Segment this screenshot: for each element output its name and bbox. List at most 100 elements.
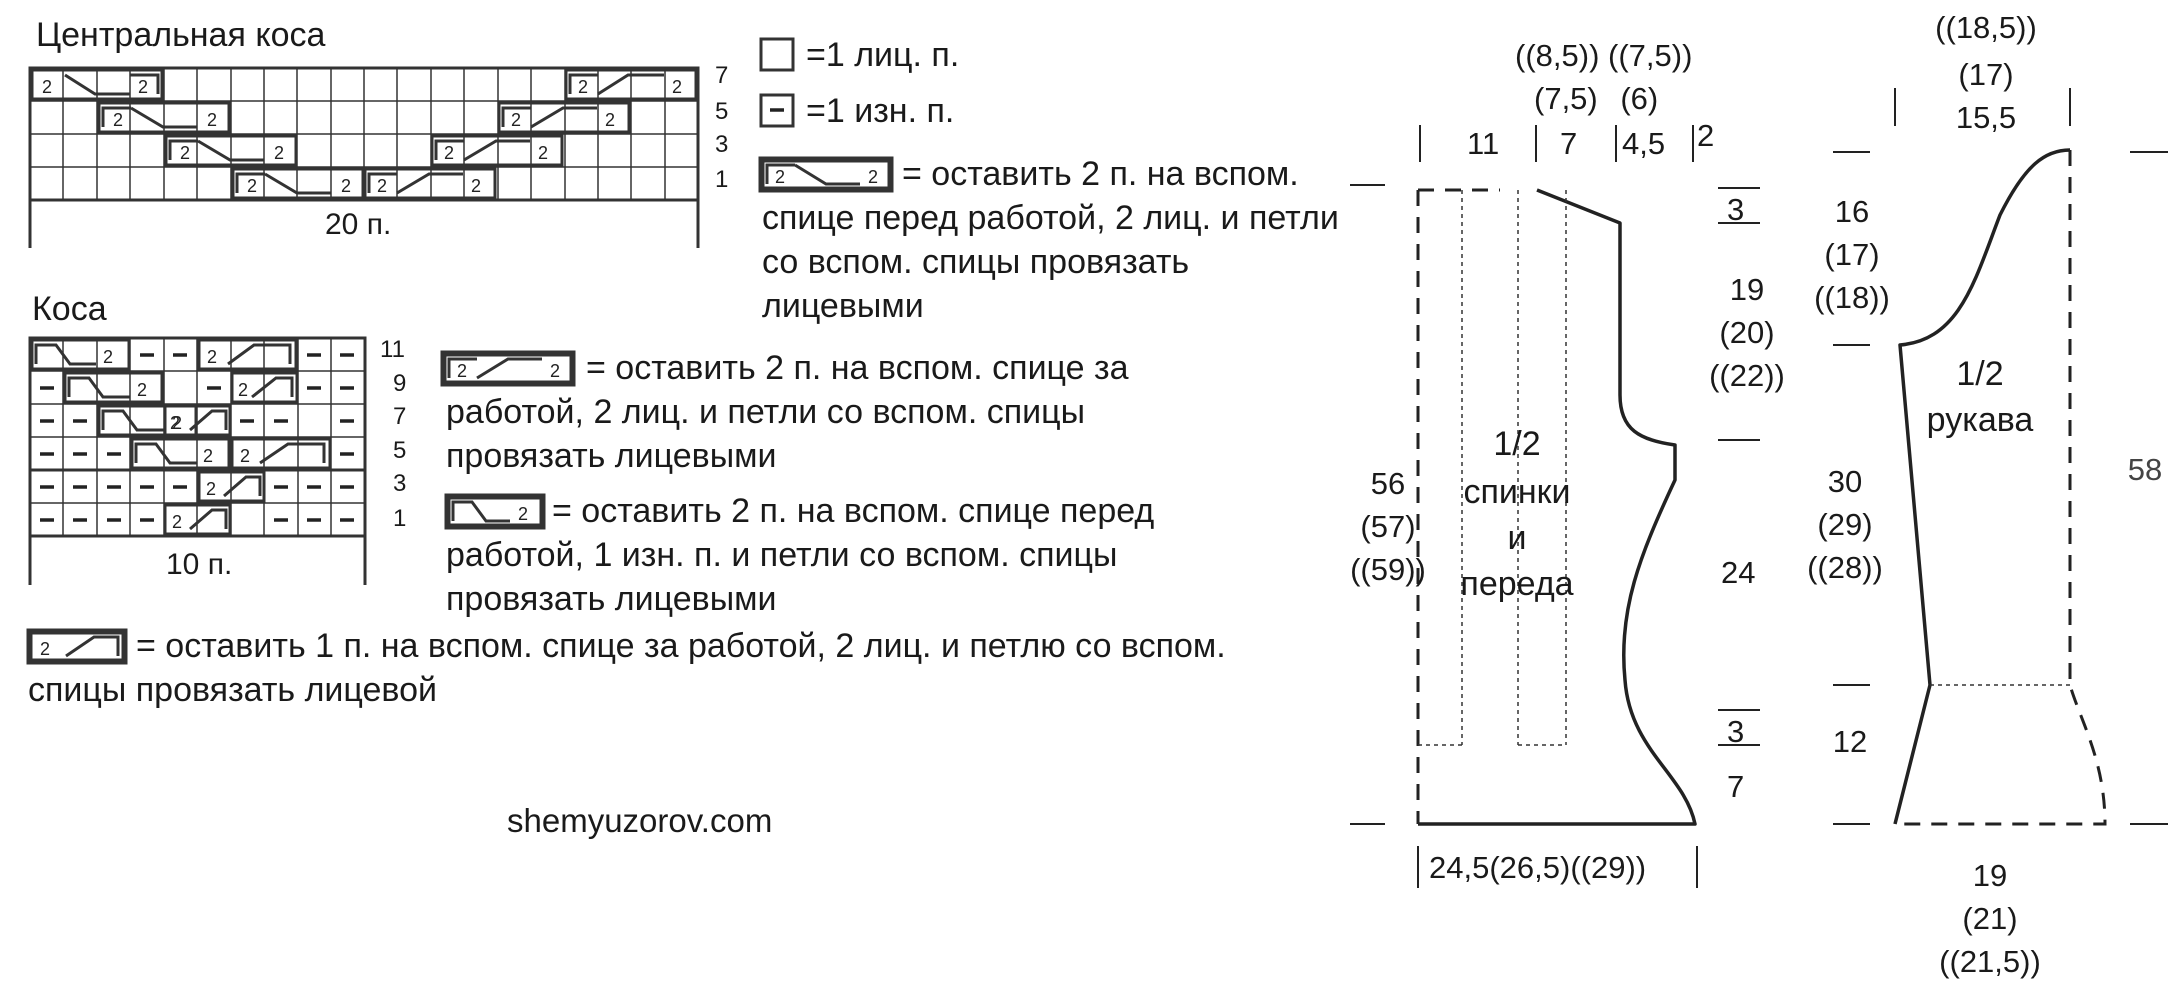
svg-text:2: 2 xyxy=(207,347,217,367)
svg-text:2: 2 xyxy=(518,504,528,524)
body-dim-59: ((59)) xyxy=(1350,552,1426,587)
cable-symbol: 2 xyxy=(130,437,231,470)
svg-text:2: 2 xyxy=(170,413,180,433)
sleeve-dim-16: 16 xyxy=(1834,194,1870,229)
body-dim-7: 7 xyxy=(1727,769,1745,804)
svg-text:2: 2 xyxy=(775,167,785,187)
svg-text:2: 2 xyxy=(172,512,182,532)
sleeve-dim-28: ((28)) xyxy=(1807,550,1883,585)
sleeve-bottom-21-5: ((21,5)) xyxy=(1939,944,2041,979)
braid-stitch-count: 10 п. xyxy=(166,548,233,581)
legend-cross-back: = оставить 2 п. на вспом. спице за работ… xyxy=(446,349,1129,475)
svg-text:2: 2 xyxy=(172,413,182,433)
sleeve-dimension-ticks xyxy=(1833,88,2168,825)
central-row-3: 3 xyxy=(715,131,729,158)
cable-symbol: 2 xyxy=(163,503,232,536)
central-row-7: 7 xyxy=(715,62,729,89)
svg-text:2: 2 xyxy=(672,77,682,97)
legend-purl: =1 изн. п. xyxy=(806,92,955,130)
svg-text:2: 2 xyxy=(444,143,454,163)
central-stitch-count: 20 п. xyxy=(325,208,392,241)
body-top-seg-4-5: 4,5 xyxy=(1622,126,1666,161)
cable-symbol: 2 xyxy=(230,371,299,404)
svg-text:2: 2 xyxy=(138,77,148,97)
body-dim-3-bottom: 3 xyxy=(1727,714,1745,749)
central-row-5: 5 xyxy=(715,98,729,125)
braid-row-1: 1 xyxy=(393,505,407,532)
svg-text:2: 2 xyxy=(247,176,257,196)
svg-text:2: 2 xyxy=(206,479,216,499)
body-piece-outline xyxy=(1416,188,1697,826)
braid-row-9: 9 xyxy=(393,370,407,397)
cable-symbol: 2 xyxy=(30,338,131,371)
braid-chart: 2 2 2 2 2 2 2 xyxy=(28,336,367,585)
sleeve-dim-12: 12 xyxy=(1832,724,1868,759)
body-bottom-width: 24,5(26,5)((29)) xyxy=(1429,850,1647,885)
svg-text:2: 2 xyxy=(207,110,217,130)
svg-text:2: 2 xyxy=(274,143,284,163)
body-label-and: и xyxy=(1507,519,1527,557)
svg-text:2: 2 xyxy=(538,143,548,163)
svg-text:2: 2 xyxy=(341,176,351,196)
sleeve-label-1-2: 1/2 xyxy=(1956,355,2004,393)
braid-row-7: 7 xyxy=(393,403,407,430)
body-top-seg-7: 7 xyxy=(1560,126,1578,161)
cable-symbol: 2 xyxy=(230,437,332,470)
body-dim-3-top: 3 xyxy=(1727,192,1745,227)
central-row-1: 1 xyxy=(715,166,729,193)
svg-text:2: 2 xyxy=(240,446,250,466)
cable-symbol: 2 xyxy=(163,404,232,437)
body-top-seg-11: 11 xyxy=(1467,126,1500,161)
svg-text:2: 2 xyxy=(137,380,147,400)
sleeve-piece-outline xyxy=(1893,148,2107,826)
svg-text:2: 2 xyxy=(42,77,52,97)
sleeve-label-sleeve: рукава xyxy=(1926,401,2034,439)
cable-symbol: 2 xyxy=(197,338,298,371)
legend-cross-back-one: = оставить 1 п. на вспом. спице за работ… xyxy=(28,627,1226,709)
cable-cross-back-one-icon: 2 xyxy=(26,628,128,665)
svg-text:2: 2 xyxy=(868,167,878,187)
sleeve-top-17: (17) xyxy=(1958,57,2014,92)
sleeve-dim-58: 58 xyxy=(2127,452,2163,487)
svg-text:2: 2 xyxy=(550,361,560,381)
body-top-size-line1: ((8,5)) ((7,5)) xyxy=(1515,38,1693,73)
svg-text:2: 2 xyxy=(113,110,123,130)
svg-text:2: 2 xyxy=(203,446,213,466)
body-dim-22: ((22)) xyxy=(1709,358,1785,393)
body-top-seg-2: 2 xyxy=(1697,118,1715,153)
svg-text:2: 2 xyxy=(40,639,50,659)
knit-cell-icon xyxy=(759,37,795,72)
body-label-back: спинки xyxy=(1463,473,1571,511)
cable-cross-front-purl-icon: 2 xyxy=(444,493,546,530)
braid-row-11: 11 xyxy=(380,336,405,363)
legend-knit: =1 лиц. п. xyxy=(806,36,960,74)
svg-text:2: 2 xyxy=(471,176,481,196)
sleeve-dim-18: ((18)) xyxy=(1814,280,1890,315)
svg-text:2: 2 xyxy=(578,77,588,97)
braid-row-5: 5 xyxy=(393,437,407,464)
purl-dashes xyxy=(40,353,354,522)
site-watermark: shemyuzorov.com xyxy=(507,802,773,839)
purl-cell-icon xyxy=(759,93,795,128)
body-label-front: переда xyxy=(1460,565,1574,603)
body-top-size-line2: (7,5) (6) xyxy=(1534,81,1659,116)
sleeve-top-15-5: 15,5 xyxy=(1955,100,2017,135)
cable-symbol: 2 xyxy=(197,470,266,503)
sleeve-top-18-5: ((18,5)) xyxy=(1935,10,2037,45)
sleeve-dim-30: 30 xyxy=(1827,464,1863,499)
sleeve-bottom-21: (21) xyxy=(1962,901,2018,936)
svg-text:2: 2 xyxy=(511,110,521,130)
central-braid-title: Центральная коса xyxy=(36,16,326,54)
svg-text:2: 2 xyxy=(605,110,615,130)
svg-text:2: 2 xyxy=(103,347,113,367)
braid-title: Коса xyxy=(32,290,107,328)
